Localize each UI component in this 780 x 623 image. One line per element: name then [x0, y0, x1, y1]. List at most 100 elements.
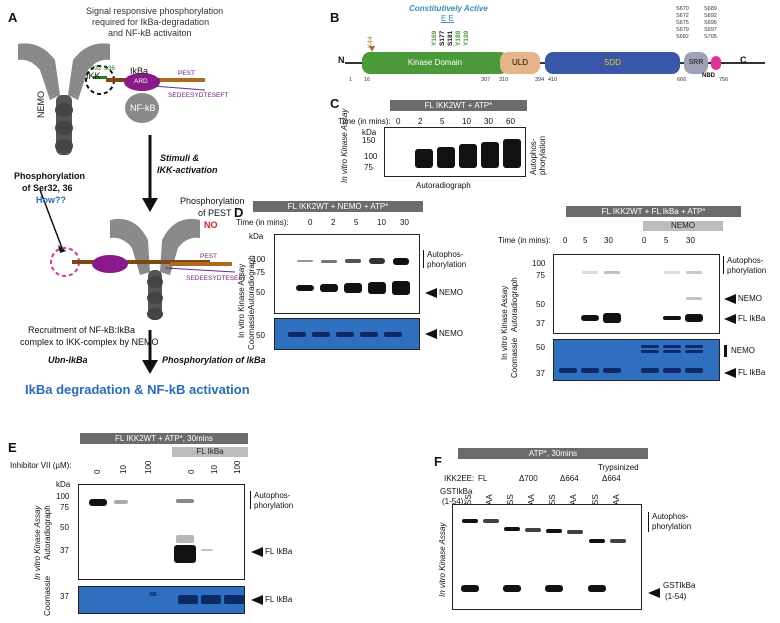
coomassie-ikba-band [559, 368, 577, 373]
panel-d1-coom-label: Coomassie [247, 309, 256, 350]
position-label: 310 [499, 77, 509, 83]
ser-sites-top: S32 S36 [90, 65, 115, 72]
panel-d2-auto-1: Autophos- [727, 256, 764, 265]
nemo-label-top: NEMO [36, 91, 46, 118]
coomassie-band [336, 332, 354, 337]
mw-marker: 37 [60, 546, 69, 555]
mw-marker: 50 [536, 300, 545, 309]
srr-domain: SRR [684, 52, 708, 74]
panel-f-header: ATP*, 30mins [458, 448, 648, 459]
phos-ser-label-2: of Ser32, 36 [22, 183, 73, 193]
time-label: 60 [506, 117, 515, 126]
group-label: Δ664 [560, 474, 579, 483]
time-label: 5 [583, 236, 588, 245]
group-label: Trypsinized [598, 463, 639, 472]
ikba-band [603, 313, 621, 323]
gst-band [461, 585, 479, 592]
mw-marker: 100 [56, 492, 70, 501]
right-site-label: S705 [704, 34, 717, 40]
constitutively-active-label: Constitutively Active [409, 4, 488, 13]
panel-e-ikba-label: FL IkBa [265, 547, 293, 556]
time-label: 10 [462, 117, 471, 126]
gel-band [481, 142, 499, 168]
dose-label: 10 [119, 465, 128, 474]
panel-d2-gel [553, 254, 720, 334]
panel-e-label: E [8, 440, 17, 455]
panel-c-label: C [330, 96, 340, 111]
coomassie-ikba-band [603, 368, 621, 373]
panel-c-ylabel: In vitro Kinase Assay [340, 108, 349, 183]
kinase-domain-label: Kinase Domain [407, 58, 463, 67]
coomassie-nemo-band [663, 345, 681, 348]
ikk-complex-top [18, 43, 110, 155]
panel-d1-gel [274, 234, 420, 314]
ikba-band [176, 535, 194, 543]
panel-d2-header: FL IKK2WT + FL IkBa + ATP* [566, 206, 741, 217]
gst-band [545, 585, 563, 592]
group-label: FL [478, 474, 488, 483]
time-label: 30 [400, 218, 409, 227]
panel-d1-nemo-c-arrow [425, 329, 437, 339]
ikba-band [581, 315, 599, 321]
autophos-band [369, 258, 385, 264]
autophos-band [176, 499, 194, 503]
site-label: Y188 [455, 30, 462, 46]
autophos-band [114, 500, 128, 504]
coomassie-ikba-band [581, 368, 599, 373]
mw-marker: 75 [536, 271, 545, 280]
pest-seq-bottom: SEDEESYDTESEFT [186, 275, 247, 282]
mw-marker: 37 [536, 369, 545, 378]
panel-d2-nemo-label: NEMO [738, 294, 762, 303]
panel-d1-ylabel: In vitro Kinase Assay [237, 263, 246, 338]
mw-marker: 37 [536, 319, 545, 328]
mw-marker: 150 [362, 136, 376, 145]
mw-marker: 100 [252, 255, 266, 264]
panel-d2-ylabel-2: Autoradiograph [510, 277, 519, 332]
time-label: 2 [418, 117, 423, 126]
panel-d2-nemo-arrow [724, 294, 736, 304]
panel-d1-mw-c: 50 [256, 331, 265, 340]
panel-d2-time-label: Time (in mins): [498, 236, 551, 245]
panel-e-header: FL IKK2WT + ATP*, 30mins [80, 433, 248, 444]
panel-f-ikk2ee: IKK2EE: [444, 474, 475, 483]
position-label: 410 [548, 77, 558, 83]
time-label: 30 [484, 117, 493, 126]
time-label: 5 [354, 218, 359, 227]
autophos-band [686, 271, 702, 274]
panel-e-auto-2: phorylation [254, 501, 294, 510]
ard-label: ARD [134, 78, 148, 85]
panel-f-gst: GSTIkBa [440, 487, 473, 496]
panel-e-coomassie [78, 586, 245, 614]
time-label: 0 [563, 236, 568, 245]
coomassie-nemo-band [685, 345, 703, 348]
right-site-label: S672 [676, 13, 689, 19]
autophos-band [504, 527, 520, 531]
coomassie-band [224, 595, 244, 604]
ikba-band [174, 545, 196, 563]
group-label: Δ664 [602, 474, 621, 483]
time-label: 0 [642, 236, 647, 245]
coomassie-band [360, 332, 378, 337]
panel-f-gst-r: GSTIkBa [663, 581, 696, 590]
ikk-label: IKK [86, 71, 101, 81]
panel-e-auto-bracket [250, 491, 251, 509]
panel-e-ikba-arrow [251, 547, 263, 557]
right-site-label: S697 [704, 27, 717, 33]
coomassie-band [201, 595, 221, 604]
panel-f-gel [452, 504, 642, 610]
site-label: S181 [447, 30, 454, 46]
dose-label: 10 [210, 465, 219, 474]
pest-seq: SEDEESYDTESEFT [168, 92, 229, 99]
phos-ikba-label: Phosphorylation of IkBa [162, 355, 266, 365]
panel-c-right-1: Autophos- [529, 138, 538, 175]
panel-d2-ylabel: In vitro Kinase Assay [500, 285, 509, 360]
right-site-label: S689 [704, 6, 717, 12]
srr-label: SRR [688, 59, 704, 66]
nemo-band [320, 284, 338, 292]
panel-d2-nemo-c-bracket [724, 345, 727, 357]
panel-d2-ikba-label: FL IkBa [738, 314, 766, 323]
panel-d-label: D [234, 205, 244, 220]
phos-ser-label: Phosphorylation [14, 171, 86, 181]
panel-c-time-label: Time (in mins): [338, 117, 391, 126]
panel-d1-kda: kDa [249, 232, 264, 241]
